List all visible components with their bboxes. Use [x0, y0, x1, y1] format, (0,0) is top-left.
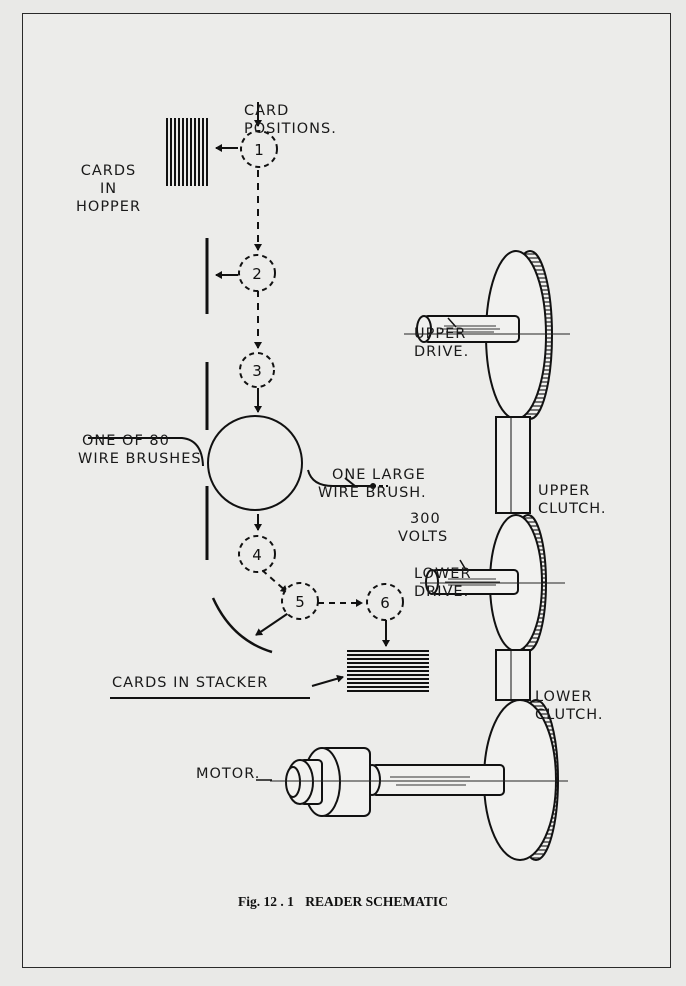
position-1-circle: [240, 130, 278, 168]
position-2-circle: [238, 254, 276, 292]
hopper-cards: [166, 118, 208, 186]
lower-drive-pointer: [459, 559, 467, 571]
position-numbers: 1 2 3 4 5 6: [252, 141, 390, 612]
figure-title: READER SCHEMATIC: [305, 894, 448, 909]
position-number: 4: [252, 546, 262, 564]
position-number: 5: [295, 593, 305, 611]
terminal-dot: [370, 483, 376, 489]
position-number: 3: [252, 362, 262, 380]
position-3-circle: [239, 352, 275, 388]
cards-in-stacker-label: CARDS IN STACKER: [112, 675, 269, 691]
contact-roller: [207, 415, 303, 511]
figure-number: Fig. 12 . 1: [238, 894, 294, 909]
position-6-circle: [366, 583, 404, 621]
stacker-pointer: [311, 674, 344, 687]
upper-drive-pointer: [447, 317, 457, 328]
upper-clutch: [495, 416, 531, 514]
position-number: 1: [254, 141, 264, 159]
motor-drive-wheel: [483, 699, 559, 861]
position-number: 6: [380, 594, 390, 612]
card-guides: [205, 238, 273, 654]
upper-drive-wheel: [416, 250, 553, 420]
position-number: 2: [252, 265, 262, 283]
axis-lines: [270, 333, 570, 782]
figure-caption: Fig. 12 . 1 READER SCHEMATIC: [0, 894, 686, 910]
lower-clutch: [495, 649, 531, 701]
card-path: [215, 102, 390, 647]
position-4-circle: [238, 535, 276, 573]
position-circles: [238, 130, 404, 621]
stacker-cards: [347, 650, 429, 692]
position-5-circle: [281, 582, 319, 620]
motor-label: MOTOR.: [196, 766, 261, 782]
motor-body: [285, 747, 505, 817]
